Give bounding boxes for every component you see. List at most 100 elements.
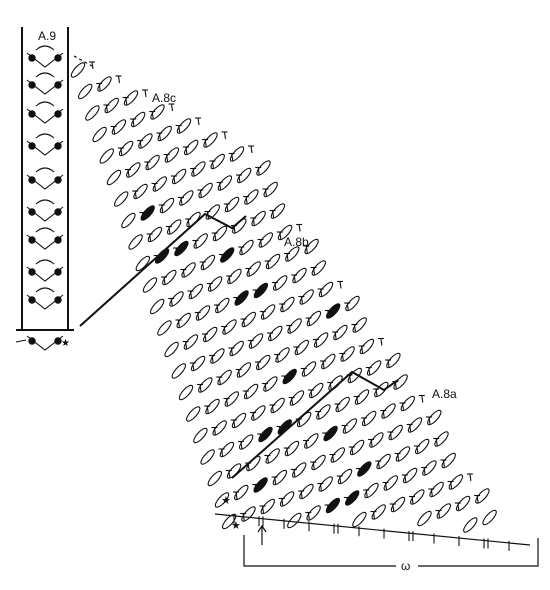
tick-stitch [370, 510, 377, 519]
tick-stem [255, 289, 258, 298]
oval-stitch [386, 352, 401, 369]
tick-stem [276, 354, 279, 362]
tick-stitch [324, 309, 331, 318]
tick-stem [430, 488, 433, 497]
tick-stitch [216, 376, 223, 385]
tick-stitch [129, 118, 136, 127]
tick-stitch [329, 453, 336, 462]
a9-row [26, 101, 64, 124]
oval-stitch [306, 505, 321, 521]
v-stitch [26, 234, 64, 250]
oval-stitch [333, 324, 348, 341]
tick-stitch [363, 489, 370, 498]
tick-stem [298, 224, 301, 232]
tick-stem [206, 405, 209, 414]
a9-row [26, 287, 64, 310]
tick-stem [310, 389, 313, 398]
oval-stitch [393, 374, 408, 390]
tick-stem [168, 226, 171, 234]
tick-stem [300, 296, 303, 304]
tick-stem [269, 332, 272, 341]
tick-stem [336, 403, 339, 412]
tick-stem [214, 232, 217, 241]
tick-stem [240, 441, 243, 449]
tick-stitch [132, 190, 139, 199]
tick-stem [235, 491, 238, 500]
a8b-a8a-separator [231, 370, 399, 479]
stitch-row [149, 297, 456, 469]
tick-stem [319, 483, 322, 491]
stitch-row [135, 254, 442, 426]
oval-stitch [284, 440, 300, 457]
tick-stem [295, 346, 299, 355]
stitch-row [92, 125, 319, 255]
tick-stitch [117, 147, 124, 156]
oval-stitch [313, 332, 329, 348]
oval-stitch [121, 212, 136, 229]
arc-stitch [35, 259, 55, 265]
oval-stitch [238, 434, 254, 450]
stitch-row [128, 233, 408, 390]
filled-dot [54, 268, 62, 276]
tick-stitch [368, 438, 375, 447]
tick-stitch [165, 225, 172, 234]
oval-stitch [330, 447, 346, 463]
stitch-row [207, 469, 312, 529]
tick-stitch [284, 252, 290, 261]
tick-stitch [389, 503, 396, 512]
stitch-row [214, 491, 266, 522]
tick-stem [274, 476, 277, 485]
oval-stitch [176, 118, 192, 134]
oval-stitch [111, 119, 127, 135]
oval-stitch [138, 133, 153, 149]
oval-stitch [113, 191, 129, 207]
tick-stitch [237, 440, 244, 449]
tick-stitch [168, 297, 175, 306]
oval-stitch [292, 267, 307, 284]
tick-stem [382, 410, 385, 418]
oval-stitch [246, 261, 261, 277]
tick-stitch [245, 267, 252, 276]
tick-stem [132, 118, 135, 127]
oval-stitch [256, 160, 271, 176]
tick-stitch [235, 368, 242, 377]
label-a8a: A.8a [432, 387, 457, 401]
tick-stem [192, 362, 195, 371]
stitch-row [70, 61, 271, 176]
oval-stitch [202, 326, 218, 343]
oval-stitch [342, 418, 358, 434]
oval-stitch [429, 481, 444, 498]
chain-stroke [15, 339, 27, 343]
oval-stitch [265, 448, 280, 464]
tick-stem [149, 233, 152, 242]
oval-stitch [294, 339, 310, 356]
tick-stitch [182, 340, 189, 349]
stitch-row [142, 276, 449, 447]
tick-stitch [401, 474, 408, 483]
oval-stitch [243, 383, 259, 400]
tick-stem [192, 168, 195, 176]
tick-stitch [146, 233, 153, 242]
oval-stitch [318, 476, 333, 492]
oval-stitch [291, 462, 307, 478]
tick-stem [242, 318, 246, 327]
tick-stitch [286, 324, 293, 333]
oval-stitch [366, 360, 382, 376]
oval-stitch [178, 384, 194, 401]
filled-dot [28, 110, 36, 118]
oval-stitch [106, 169, 122, 186]
tick-stem [416, 445, 419, 454]
tick-stem [163, 276, 166, 285]
tick-stem [218, 376, 221, 385]
tick-stitch [211, 426, 218, 435]
tick-stitch [96, 82, 103, 91]
tick-stitch [332, 331, 339, 340]
filled-dot [54, 176, 62, 184]
oval-stitch [222, 319, 237, 335]
oval-stitch [335, 396, 350, 413]
tick-stitch [293, 346, 300, 355]
tick-stitch [276, 231, 283, 240]
tick-stem [252, 217, 255, 226]
oval-stitch [224, 391, 240, 407]
oval-stitch [255, 354, 271, 371]
